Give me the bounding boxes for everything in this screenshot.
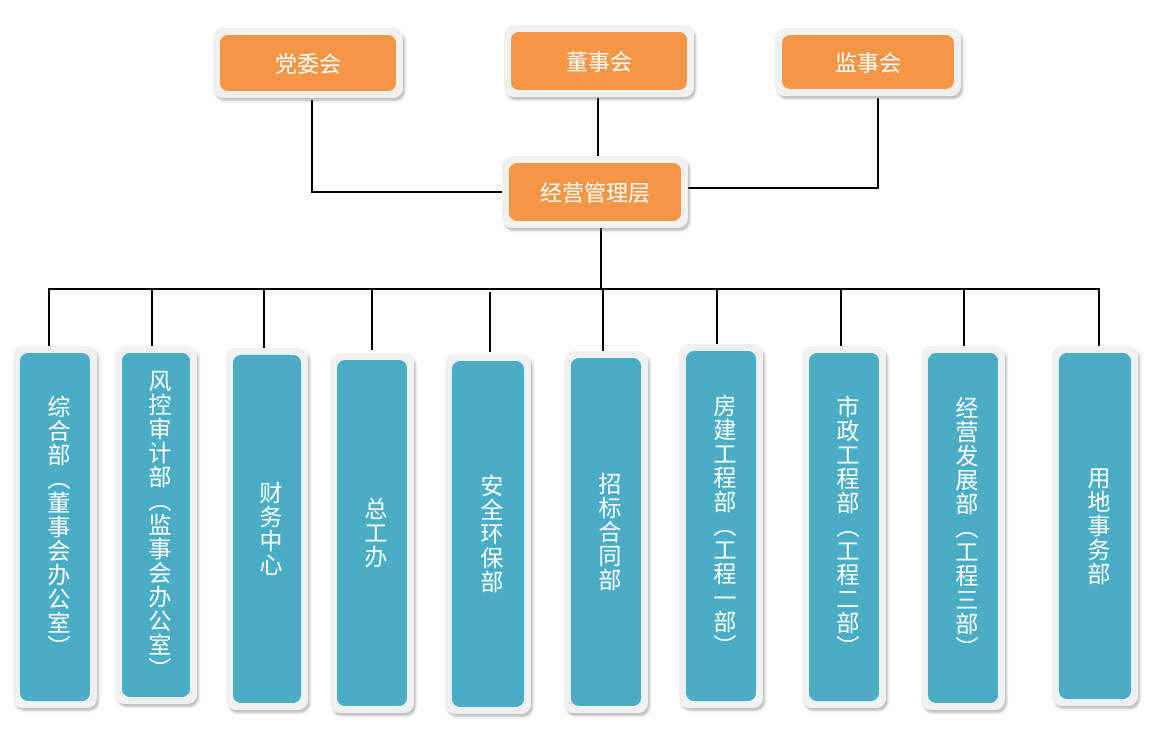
connector-dept-9 (963, 288, 965, 348)
node-label: 房建工程部（工程一部） (708, 394, 735, 658)
node-label: 经营发展部（工程三部） (950, 396, 977, 660)
node-dept-chief-engineer[interactable]: 总工办 (330, 353, 414, 713)
node-dept-municipal-eng[interactable]: 市政工程部（工程二部） (802, 346, 886, 708)
node-dept-building-eng[interactable]: 房建工程部（工程一部） (679, 344, 763, 708)
connector-dept-4 (371, 288, 373, 350)
node-label: 风控审计部（监事会办公室） (143, 369, 170, 681)
node-label: 经营管理层 (539, 182, 650, 207)
node-label: 总工办 (359, 497, 386, 569)
node-dept-business-dev[interactable]: 经营发展部（工程三部） (921, 346, 1005, 710)
connector-dept-5 (489, 292, 491, 352)
node-label: 董事会 (565, 51, 632, 76)
node-dept-risk-audit[interactable]: 风控审计部（监事会办公室） (115, 346, 197, 704)
node-dept-tender-contract[interactable]: 招标合同部 (564, 351, 648, 713)
connector-bus (48, 288, 1100, 290)
node-label: 市政工程部（工程二部） (831, 395, 858, 659)
node-label: 招标合同部 (593, 472, 620, 592)
node-label: 用地事务部 (1082, 466, 1109, 586)
connector-dept-2 (151, 288, 153, 346)
connector-dept-3 (263, 288, 265, 348)
node-management[interactable]: 经营管理层 (502, 156, 688, 228)
connector-supervisory-down (877, 98, 879, 189)
node-supervisory-board[interactable]: 监事会 (775, 28, 961, 96)
node-label: 监事会 (834, 52, 901, 77)
node-label: 安全环保部 (475, 474, 502, 594)
node-dept-general-office[interactable]: 综合部（董事会办公室） (13, 346, 97, 708)
connector-party-horizontal (311, 191, 506, 193)
node-dept-finance[interactable]: 财务中心 (226, 348, 308, 710)
node-label: 党委会 (274, 53, 341, 78)
node-dept-land-affairs[interactable]: 用地事务部 (1052, 346, 1138, 706)
connector-dept-8 (840, 288, 842, 348)
connector-management-down (600, 228, 602, 290)
connector-supervisory-horizontal (688, 187, 879, 189)
connector-board-down (597, 98, 599, 162)
connector-dept-10 (1098, 288, 1100, 348)
connector-dept-1 (48, 288, 50, 348)
node-party-committee[interactable]: 党委会 (213, 28, 403, 98)
node-label: 综合部（董事会办公室） (42, 395, 69, 659)
connector-dept-7 (716, 288, 718, 346)
node-label: 财务中心 (254, 481, 281, 577)
node-board-of-directors[interactable]: 董事会 (504, 25, 694, 97)
connector-dept-6 (602, 288, 604, 352)
connector-party-down (311, 100, 313, 193)
node-dept-safety-env[interactable]: 安全环保部 (445, 354, 531, 714)
